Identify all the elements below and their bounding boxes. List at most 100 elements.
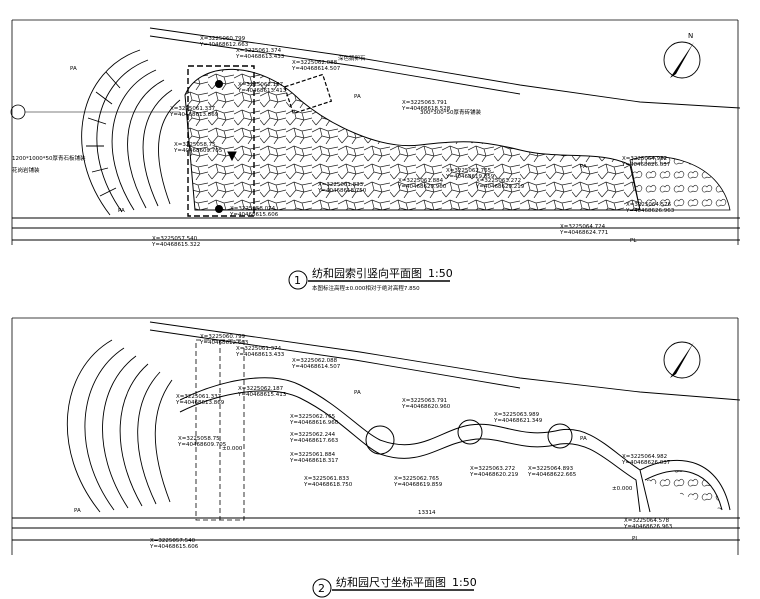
plan-2-amphitheatre xyxy=(66,339,173,513)
area-label: 13314 xyxy=(418,510,436,516)
coordinate-y-label: Y=40468615.413 xyxy=(237,392,287,398)
coordinate-y-label: Y=40468626.037 xyxy=(621,162,671,168)
plan-1-title: 纺和园索引竖向平面图 xyxy=(312,266,422,280)
area-label: PA xyxy=(118,208,125,214)
coordinate-x-label: X=3225060.799 xyxy=(200,36,246,42)
plan-2-frame xyxy=(11,317,739,555)
plan-2-number: 2 xyxy=(318,582,325,595)
plan-1-amphitheatre xyxy=(81,49,181,216)
coordinate-x-label: X=3225062.244 xyxy=(290,432,336,438)
area-label: PA xyxy=(70,66,77,72)
plan-2-path xyxy=(179,377,731,513)
coordinate-x-label: X=3225064.982 xyxy=(622,454,667,460)
coordinate-y-label: Y=40468618.528 xyxy=(401,106,451,112)
plan-2-scale: 1:50 xyxy=(452,576,477,589)
coordinate-y-label: Y=40468613.433 xyxy=(235,352,285,358)
area-label: PA xyxy=(74,508,81,514)
area-label: PL xyxy=(632,536,639,542)
plan-2-dashed-guides xyxy=(195,339,245,521)
coordinate-y-label: Y=40468613.413 xyxy=(237,88,287,94)
coordinate-x-label: X=3225060.799 xyxy=(200,334,246,340)
coordinate-x-label: X=3225058.75 xyxy=(174,142,216,148)
plan-2-title-block: 2 纺和园尺寸坐标平面图 1:50 xyxy=(312,575,477,598)
coordinate-x-label: X=3225062.187 xyxy=(238,386,284,392)
coordinate-y-label: Y=40468620.960 xyxy=(397,184,447,190)
area-label: PA xyxy=(580,164,587,170)
coordinate-x-label: X=3225058.75 xyxy=(178,436,220,442)
coordinate-y-label: Y=40468616.960 xyxy=(289,420,339,426)
coordinate-y-label: Y=40468620.960 xyxy=(401,404,451,410)
coordinate-y-label: Y=40468620.219 xyxy=(469,472,519,478)
plan-1-annotations: X=3225060.799Y=40468612.663X=3225061.374… xyxy=(12,36,675,248)
plan-1-boundary xyxy=(12,27,741,241)
coordinate-x-label: X=3225062.765 xyxy=(446,168,492,174)
coordinate-x-label: X=3225064.982 xyxy=(622,156,667,162)
coordinate-y-label: Y=40468619.859 xyxy=(445,174,495,180)
coordinate-x-label: X=3225062.765 xyxy=(290,414,336,420)
coordinate-x-label: X=3225064.724 xyxy=(560,224,606,230)
coordinate-x-label: X=3225062.088 xyxy=(292,60,338,66)
plan-2-north-arrow-icon xyxy=(663,341,701,379)
coordinate-y-label: Y=40468618.750 xyxy=(317,188,367,194)
coordinate-y-label: Y=40468612.663 xyxy=(199,340,249,346)
coordinate-y-label: Y=40468609.705 xyxy=(177,442,227,448)
plan-1-paving xyxy=(184,68,731,211)
coordinate-x-label: X=3225061.374 xyxy=(236,346,282,352)
coordinate-y-label: Y=40468622.665 xyxy=(527,472,577,478)
plan-1-scale: 1:50 xyxy=(428,267,453,280)
plan-1-number: 1 xyxy=(294,274,301,287)
coordinate-y-label: Y=40468614.507 xyxy=(291,66,341,72)
coordinate-y-label: Y=40468626.963 xyxy=(623,524,673,530)
coordinate-x-label: X=3225061.833 xyxy=(318,182,364,188)
coordinate-y-label: Y=40468619.859 xyxy=(393,482,443,488)
plan-1-section-marker xyxy=(10,104,180,120)
coordinate-x-label: X=3225061.833 xyxy=(304,476,350,482)
coordinate-x-label: X=3225061.337 xyxy=(170,106,216,112)
area-label: 1200*1000*50厚青石板铺装 xyxy=(12,154,86,162)
coordinate-x-label: X=3225061.374 xyxy=(236,48,282,54)
area-label: PA xyxy=(354,94,361,100)
area-label: ±0.000 xyxy=(222,446,243,452)
coordinate-x-label: X=3225057.540 xyxy=(152,236,198,242)
area-label: PA xyxy=(580,436,587,442)
coordinate-x-label: X=3225058.074 xyxy=(230,206,276,212)
coordinate-y-label: Y=40468620.219 xyxy=(475,184,525,190)
plan-1-title-block: 1 纺和园索引竖向平面图 1:50 本图标注高程±0.000相对于绝对高程7.8… xyxy=(288,266,453,292)
coordinate-y-label: Y=40468613.869 xyxy=(175,400,225,406)
coordinate-y-label: Y=40468618.750 xyxy=(303,482,353,488)
coordinate-y-label: Y=40468615.322 xyxy=(151,242,200,248)
coordinate-x-label: X=3225062.088 xyxy=(292,358,338,364)
coordinate-x-label: X=3225061.884 xyxy=(290,452,336,458)
coordinate-x-label: X=3225062.187 xyxy=(238,82,284,88)
coordinate-y-label: Y=40468612.663 xyxy=(199,42,249,48)
coordinate-x-label: X=3225064.576 xyxy=(626,202,672,208)
coordinate-x-label: X=3225063.791 xyxy=(402,100,447,106)
coordinate-x-label: X=3225061.884 xyxy=(398,178,444,184)
plan-1-north-arrow-icon: N xyxy=(663,32,701,79)
north-label: N xyxy=(688,32,693,40)
plan-2-annotations: X=3225060.799Y=40468612.663X=3225061.374… xyxy=(74,334,673,550)
coordinate-y-label: Y=40468615.606 xyxy=(229,212,279,218)
area-label: 300*300*50厚青砖铺装 xyxy=(420,108,481,116)
area-label: 花岗岩铺装 xyxy=(12,166,40,174)
coordinate-x-label: X=3225064.893 xyxy=(528,466,574,472)
plan-2-boundary xyxy=(12,321,741,541)
coordinate-y-label: Y=40468626.037 xyxy=(621,460,671,466)
area-label: 深色鹅卵石 xyxy=(338,54,366,62)
coordinate-x-label: X=3225063.272 xyxy=(476,178,521,184)
area-label: ±0.000 xyxy=(612,486,633,492)
coordinate-y-label: Y=40468618.317 xyxy=(289,458,339,464)
plan-1-index-box xyxy=(187,65,333,217)
coordinate-x-label: X=3225063.791 xyxy=(402,398,447,404)
coordinate-x-label: X=3225063.989 xyxy=(494,412,540,418)
area-label: PA xyxy=(354,390,361,396)
plan-1-subtitle: 本图标注高程±0.000相对于绝对高程7.850 xyxy=(312,284,420,292)
plan-1-frame xyxy=(11,19,739,245)
coordinate-y-label: Y=40468624.771 xyxy=(559,230,608,236)
coordinate-y-label: Y=40468613.433 xyxy=(235,54,285,60)
coordinate-x-label: X=3225064.578 xyxy=(624,518,670,524)
coordinate-x-label: X=3225057.540 xyxy=(150,538,196,544)
coordinate-y-label: Y=40468621.349 xyxy=(493,418,543,424)
coordinate-x-label: X=3225062.765 xyxy=(394,476,440,482)
